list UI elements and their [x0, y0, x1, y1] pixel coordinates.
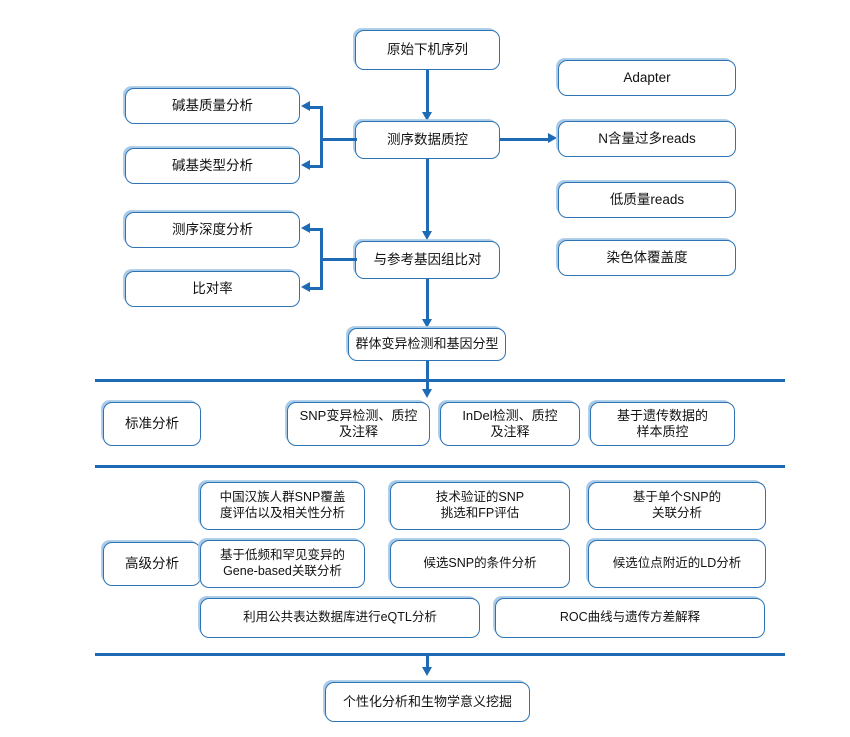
node-genetic-data-sample-qc-label: 基于遗传数据的 样本质控	[616, 407, 708, 439]
connector-qc-left-stem	[320, 138, 357, 141]
connector-alignment-to-rate	[309, 287, 323, 290]
node-personalized-analysis-label: 个性化分析和生物学意义挖掘	[342, 693, 512, 709]
node-sequencing-depth-analysis[interactable]: 测序深度分析	[125, 212, 300, 248]
node-low-quality-reads[interactable]: 低质量reads	[558, 182, 736, 218]
connector-qc-to-base-type	[309, 165, 323, 168]
node-single-snp-association[interactable]: 基于单个SNP的 关联分析	[588, 482, 766, 530]
node-roc-genetic-variance-label: ROC曲线与遗传方差解释	[559, 610, 701, 625]
node-gene-based-association[interactable]: 基于低频和罕见变异的 Gene-based关联分析	[200, 540, 365, 588]
connector-alignment-to-depth	[309, 228, 323, 231]
connector-qc-to-alignment	[426, 159, 429, 235]
arrowhead-qc-to-n-reads	[548, 133, 557, 143]
node-base-type-analysis[interactable]: 碱基类型分析	[125, 148, 300, 184]
node-chromosome-coverage[interactable]: 染色体覆盖度	[558, 240, 736, 276]
connector-qc-to-n-reads	[500, 138, 550, 141]
connector-qc-left-bus	[320, 106, 323, 168]
node-alignment-rate[interactable]: 比对率	[125, 271, 300, 307]
arrowhead-variant-to-standard	[422, 389, 432, 398]
node-han-chinese-snp-coverage-label: 中国汉族人群SNP覆盖 度评估以及相关性分析	[219, 490, 346, 520]
arrowhead-alignment-to-rate	[301, 282, 310, 292]
node-candidate-snp-conditional[interactable]: 候选SNP的条件分析	[390, 540, 570, 588]
node-indel-detection-qc-annotation-label: InDel检测、质控 及注释	[462, 407, 558, 439]
node-adapter-label: Adapter	[623, 69, 671, 85]
section-separator-final	[95, 653, 785, 656]
node-sequencing-depth-analysis-label: 测序深度分析	[172, 221, 253, 237]
connector-alignment-left-stem	[320, 258, 357, 261]
section-separator-advanced	[95, 465, 785, 468]
node-sequencing-qc-label: 测序数据质控	[387, 131, 468, 147]
arrowhead-separator-to-final	[422, 667, 432, 676]
node-candidate-locus-ld[interactable]: 候选位点附近的LD分析	[588, 540, 766, 588]
node-han-chinese-snp-coverage[interactable]: 中国汉族人群SNP覆盖 度评估以及相关性分析	[200, 482, 365, 530]
node-gene-based-association-label: 基于低频和罕见变异的 Gene-based关联分析	[219, 548, 345, 578]
node-single-snp-association-label: 基于单个SNP的 关联分析	[632, 490, 722, 520]
node-sequencing-qc[interactable]: 测序数据质控	[355, 121, 500, 159]
node-high-n-reads[interactable]: N含量过多reads	[558, 121, 736, 157]
connector-qc-to-base-quality	[309, 106, 323, 109]
node-chromosome-coverage-label: 染色体覆盖度	[606, 249, 688, 265]
section-label-advanced-analysis[interactable]: 高级分析	[103, 542, 201, 586]
node-indel-detection-qc-annotation[interactable]: InDel检测、质控 及注释	[440, 402, 580, 446]
node-variant-calling-label: 群体变异检测和基因分型	[355, 336, 499, 352]
connector-raw-to-qc	[426, 70, 429, 116]
section-label-advanced-analysis-text: 高级分析	[125, 555, 179, 571]
node-validated-snp-selection-fp-label: 技术验证的SNP 挑选和FP评估	[435, 490, 525, 520]
arrowhead-alignment-to-depth	[301, 223, 310, 233]
node-variant-calling[interactable]: 群体变异检测和基因分型	[348, 328, 506, 361]
node-alignment-rate-label: 比对率	[192, 280, 233, 296]
node-reference-alignment-label: 与参考基因组比对	[373, 251, 482, 267]
node-candidate-snp-conditional-label: 候选SNP的条件分析	[423, 556, 537, 571]
node-adapter[interactable]: Adapter	[558, 60, 736, 96]
node-snp-detection-qc-annotation[interactable]: SNP变异检测、质控 及注释	[287, 402, 430, 446]
arrowhead-raw-to-qc	[422, 112, 432, 121]
node-base-quality-analysis-label: 碱基质量分析	[172, 97, 253, 113]
arrowhead-qc-to-alignment	[422, 231, 432, 240]
node-validated-snp-selection-fp[interactable]: 技术验证的SNP 挑选和FP评估	[390, 482, 570, 530]
node-personalized-analysis[interactable]: 个性化分析和生物学意义挖掘	[325, 682, 530, 722]
node-reference-alignment[interactable]: 与参考基因组比对	[355, 241, 500, 279]
connector-alignment-to-variant	[426, 279, 429, 323]
node-base-quality-analysis[interactable]: 碱基质量分析	[125, 88, 300, 124]
node-public-expression-eqtl[interactable]: 利用公共表达数据库进行eQTL分析	[200, 598, 480, 638]
connector-alignment-left-bus	[320, 228, 323, 290]
section-label-standard-analysis[interactable]: 标准分析	[103, 402, 201, 446]
node-raw-reads-label: 原始下机序列	[387, 41, 468, 57]
node-candidate-locus-ld-label: 候选位点附近的LD分析	[612, 556, 742, 571]
node-base-type-analysis-label: 碱基类型分析	[172, 157, 253, 173]
connector-variant-to-standard	[426, 361, 429, 393]
arrowhead-qc-to-base-quality	[301, 101, 310, 111]
node-high-n-reads-label: N含量过多reads	[598, 130, 696, 146]
node-genetic-data-sample-qc[interactable]: 基于遗传数据的 样本质控	[590, 402, 735, 446]
arrowhead-alignment-to-variant	[422, 319, 432, 328]
arrowhead-qc-to-base-type	[301, 160, 310, 170]
node-roc-genetic-variance[interactable]: ROC曲线与遗传方差解释	[495, 598, 765, 638]
connector-separator-to-final	[426, 653, 429, 671]
section-separator-standard	[95, 379, 785, 382]
section-label-standard-analysis-text: 标准分析	[125, 415, 179, 431]
node-raw-reads[interactable]: 原始下机序列	[355, 30, 500, 70]
node-snp-detection-qc-annotation-label: SNP变异检测、质控 及注释	[299, 407, 418, 439]
node-public-expression-eqtl-label: 利用公共表达数据库进行eQTL分析	[243, 610, 437, 625]
node-low-quality-reads-label: 低质量reads	[609, 191, 685, 207]
